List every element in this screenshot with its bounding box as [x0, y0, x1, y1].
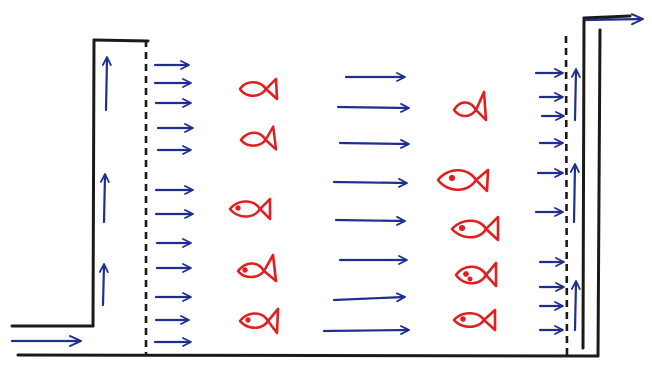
- tank-right-wall: [598, 30, 600, 356]
- flow-arrow: [324, 330, 408, 331]
- flow-arrows: [12, 19, 642, 342]
- fish-icon: [438, 170, 488, 191]
- fish-icon: [454, 310, 495, 330]
- screens: [146, 36, 567, 356]
- riser-up-arrow: [104, 175, 105, 222]
- outlet-riser-wall: [583, 18, 584, 348]
- outlet-screen: [566, 36, 567, 356]
- fish-icon: [241, 127, 276, 150]
- fish-group: [230, 79, 498, 333]
- flow-arrow: [334, 182, 406, 183]
- outlet-up-arrow: [575, 70, 576, 120]
- fish-icon: [452, 217, 498, 240]
- flow-arrow: [340, 143, 408, 144]
- fish-icon: [240, 79, 277, 99]
- riser-up-arrow: [106, 58, 107, 110]
- fish-icon: [230, 199, 270, 219]
- outlet-up-arrow: [575, 282, 576, 330]
- fish-icon: [454, 92, 486, 120]
- fish-icon: [238, 255, 276, 281]
- tank-floor: [18, 355, 598, 356]
- flow-arrow: [338, 107, 408, 108]
- flow-arrow: [336, 220, 404, 221]
- outlet-top: [584, 16, 630, 18]
- flow-arrow: [334, 297, 404, 300]
- inlet-riser-top: [94, 40, 148, 41]
- fish-icon: [240, 309, 278, 333]
- riser-up-arrow: [103, 265, 104, 305]
- fish-icon: [456, 263, 496, 286]
- outlet-up-arrow: [574, 165, 575, 222]
- inlet-riser-left-wall: [93, 40, 94, 326]
- outlet-arrow-icon: [586, 19, 642, 20]
